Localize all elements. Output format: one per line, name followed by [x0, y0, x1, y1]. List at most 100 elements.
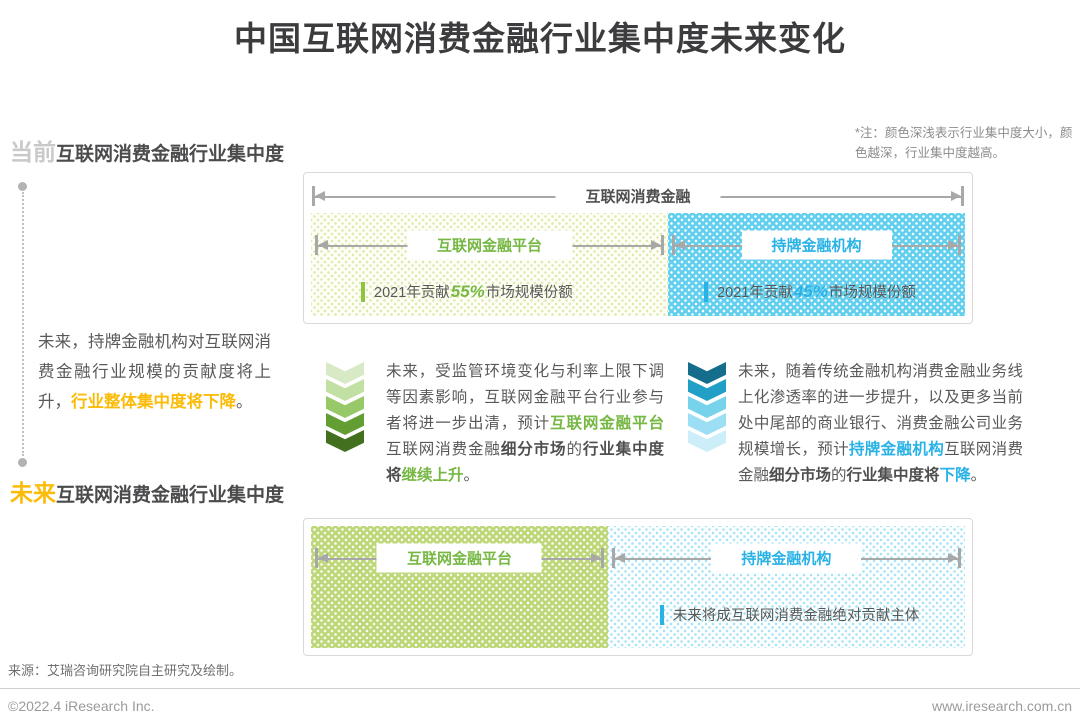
segment-internet-platform-current: 互联网金融平台 2021年贡献 55% 市场规模份额 — [311, 213, 669, 316]
current-concentration-chart: 互联网消费金融 互联网金融平台 2021年贡献 55% 市场规模份额 — [303, 172, 973, 324]
chevron-down-icon — [688, 430, 726, 452]
segment-boxes: 互联网金融平台 2021年贡献 55% 市场规模份额 持牌金融机构 — [311, 213, 965, 316]
note-highlight-gold: 行业整体集中度将下降 — [71, 393, 236, 411]
note-text: 未来，随着传统金融机构消费金融业务线上化渗透率的进一步提升，以及更多当前处中尾部… — [738, 363, 1023, 458]
segment-span-arrow: 互联网金融平台 — [315, 543, 604, 573]
arrow-end-tick-left — [611, 548, 615, 568]
segment-internet-platform-future: 互联网金融平台 — [311, 526, 608, 648]
arrow-head-left-icon — [315, 191, 325, 201]
stat-text: 未来将成互联网消费金融绝对贡献主体 — [672, 608, 920, 624]
arrow-end-tick-right — [957, 548, 961, 568]
color-legend-note: *注：颜色深浅表示行业集中度大小，颜色越深，行业集中度越高。 — [855, 126, 1073, 160]
footer-divider — [0, 688, 1080, 689]
note-bold: 行业集中度将 — [386, 441, 664, 484]
note-text: 未来，受监管环境变化与利率上限下调等因素影响，互联网金融平台行业参与者将进一步出… — [386, 363, 664, 432]
chevron-down-icon — [326, 362, 364, 384]
section-prefix-future: 未来 — [10, 480, 56, 506]
arrow-end-tick-left — [312, 186, 315, 206]
segment-label: 互联网金融平台 — [407, 230, 573, 260]
note-highlight-green: 互联网金融平台 — [550, 415, 664, 432]
arrow-end-tick-left — [315, 548, 318, 568]
arrow-head-right-icon — [590, 553, 601, 563]
arrow-head-left-icon — [675, 240, 686, 250]
arrow-end-tick-right — [961, 186, 964, 206]
note-bold: 行业集中度将 — [846, 467, 940, 484]
timeline-dotted-line — [22, 192, 24, 456]
timeline-dot-bottom — [18, 458, 27, 467]
arrow-end-tick-left — [315, 235, 318, 255]
stat-text-pre: 2021年贡献 — [717, 285, 793, 301]
arrow-end-tick-right — [600, 548, 604, 568]
segment-span-arrow: 持牌金融机构 — [672, 230, 961, 260]
stat-accent-bar — [704, 281, 709, 302]
chevron-down-icon — [326, 430, 364, 452]
arrow-end-tick-right — [957, 235, 961, 255]
arrow-head-left-icon — [318, 240, 328, 250]
arrow-end-tick-left — [672, 235, 676, 255]
chevron-down-icon — [688, 379, 726, 401]
note-licensed-trend: 未来，随着传统金融机构消费金融业务线上化渗透率的进一步提升，以及更多当前处中尾部… — [738, 359, 1023, 489]
section-header-current: 当前互联网消费金融行业集中度 — [10, 133, 284, 167]
segment-span-arrow: 持牌金融机构 — [611, 543, 961, 573]
arrow-head-right-icon — [951, 191, 961, 201]
note-text-end: 。 — [236, 393, 253, 411]
arrow-head-right-icon — [651, 240, 662, 250]
stat-line-future-licensed: 未来将成互联网消费金融绝对贡献主体 — [659, 604, 920, 625]
timeline-dot-top — [18, 182, 27, 191]
note-highlight-blue: 下降 — [939, 467, 971, 484]
chevron-down-icon — [326, 413, 364, 435]
note-overall-trend: 未来，持牌金融机构对互联网消费金融行业规模的贡献度将上升，行业整体集中度将下降。 — [38, 327, 271, 417]
chevron-down-icon — [326, 379, 364, 401]
footer-website: www.iresearch.com.cn — [931, 698, 1072, 714]
stat-text-post: 市场规模份额 — [828, 285, 916, 301]
stat-accent-bar — [659, 604, 664, 625]
arrow-end-tick-right — [661, 235, 665, 255]
stat-accent-bar — [361, 281, 365, 302]
stat-percent: 55% — [450, 281, 485, 301]
note-platform-trend: 未来，受监管环境变化与利率上限下调等因素影响，互联网金融平台行业参与者将进一步出… — [386, 359, 664, 489]
note-text: 互联网消费金融 — [738, 441, 1023, 484]
axis-row: 互联网消费金融 — [311, 180, 965, 213]
note-highlight-green: 继续上升 — [401, 467, 464, 484]
stat-text-pre: 2021年贡献 — [374, 285, 450, 301]
arrow-head-left-icon — [614, 553, 625, 563]
stat-line-licensed: 2021年贡献 45% 市场规模份额 — [704, 281, 916, 302]
section-heading-current: 互联网消费金融行业集中度 — [56, 144, 285, 165]
arrow-head-left-icon — [318, 553, 328, 563]
future-concentration-chart: 互联网金融平台 持牌金融机构 未来将成互联网消费金融绝对贡献主体 — [303, 518, 973, 656]
page-title: 中国互联网消费金融行业集中度未来变化 — [234, 20, 846, 57]
segment-licensed-institutions-future: 持牌金融机构 未来将成互联网消费金融绝对贡献主体 — [607, 526, 965, 648]
section-header-future: 未来互联网消费金融行业集中度 — [10, 474, 284, 508]
note-text: 的 — [566, 441, 583, 458]
stat-text-post: 市场规模份额 — [485, 285, 573, 301]
footer-copyright: ©2022.4 iResearch Inc. — [8, 698, 155, 714]
note-bold: 细分市场 — [500, 441, 567, 458]
note-bold: 细分市场 — [769, 467, 832, 484]
chevron-down-icon — [326, 396, 364, 418]
full-span-arrow: 互联网消费金融 — [312, 181, 964, 211]
note-highlight-blue: 持牌金融机构 — [848, 441, 945, 458]
segment-label: 持牌金融机构 — [711, 543, 862, 573]
arrow-head-right-icon — [947, 240, 958, 250]
note-text: 未来，持牌金融机构对互联网消费金融行业规模的贡献度将上升， — [38, 333, 271, 411]
note-text-end: 。 — [970, 467, 987, 484]
trend-chevrons-green — [326, 362, 364, 452]
stat-percent: 45% — [793, 281, 828, 301]
segment-licensed-institutions-current: 持牌金融机构 2021年贡献 45% 市场规模份额 — [668, 213, 965, 316]
note-text-end: 。 — [463, 467, 480, 484]
segment-label: 互联网金融平台 — [376, 543, 542, 573]
segment-boxes: 互联网金融平台 持牌金融机构 未来将成互联网消费金融绝对贡献主体 — [311, 526, 965, 648]
segment-label: 持牌金融机构 — [741, 230, 892, 260]
chevron-down-icon — [688, 396, 726, 418]
axis-label: 互联网消费金融 — [555, 181, 721, 211]
segment-span-arrow: 互联网金融平台 — [315, 230, 665, 260]
source-note: 来源：艾瑞咨询研究院自主研究及绘制。 — [8, 663, 243, 678]
note-text: 互联网消费金融 — [386, 441, 501, 458]
stat-line-platform: 2021年贡献 55% 市场规模份额 — [361, 281, 573, 302]
trend-chevrons-blue — [688, 362, 726, 452]
section-heading-future: 互联网消费金融行业集中度 — [56, 485, 285, 506]
arrow-head-right-icon — [947, 553, 958, 563]
chevron-down-icon — [688, 362, 726, 384]
note-text: 的 — [831, 467, 847, 484]
